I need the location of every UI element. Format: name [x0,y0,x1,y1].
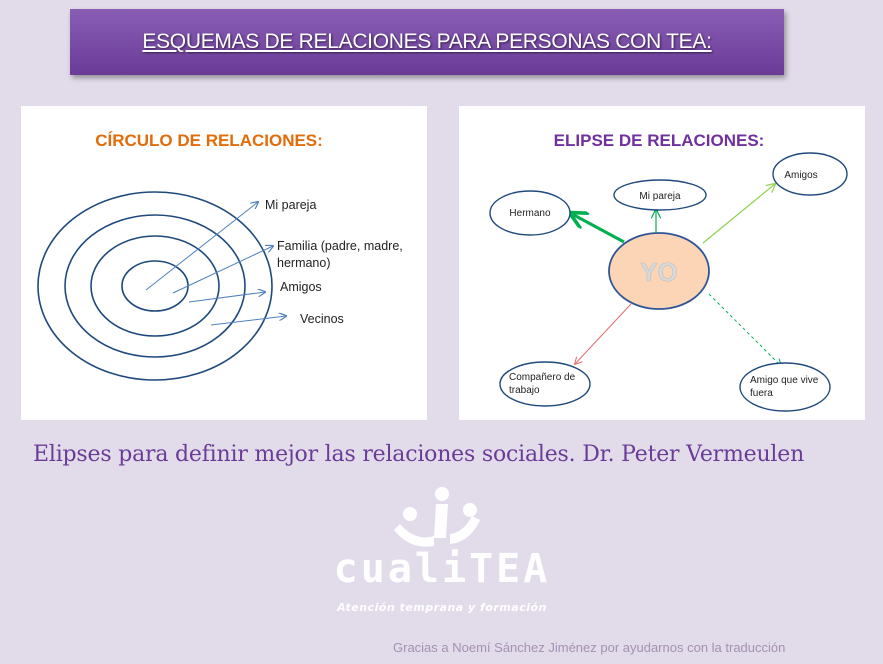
caption: Elipses para definir mejor las relacione… [33,442,805,467]
label-vecinos: Vecinos [300,312,344,326]
translation-credit: Gracias a Noemí Sánchez Jiménez por ayud… [393,640,786,655]
circle-diagram-title: CÍRCULO DE RELACIONES: [95,131,323,150]
label-amigos: Amigos [280,280,322,294]
node-mi-pareja [613,179,707,211]
logo-subtitle: Atención temprana y formación [337,601,547,614]
page-title: ESQUEMAS DE RELACIONES PARA PERSONAS CON… [142,30,712,53]
ellipse-diagram-title: ELIPSE DE RELACIONES: [554,131,765,150]
node-hermano-label: Hermano [509,208,551,219]
inner-circle-pareja [121,260,189,312]
label-familia-line2: hermano) [277,256,331,270]
node-amigos [772,152,848,196]
circle-diagram-panel: CÍRCULO DE RELACIONES: Mi pareja Familia… [21,106,427,420]
arrow-familia [172,246,273,294]
logo-wordmark: cualiTEA [333,546,551,592]
circle-diagram: CÍRCULO DE RELACIONES: Mi pareja Familia… [37,131,403,381]
arrow-hermano [572,214,625,244]
node-mi-pareja-label: Mi pareja [639,191,681,202]
node-amigo-fuera-label-line2: fuera [750,388,773,399]
circle-familia [90,235,220,337]
label-familia-line1: Familia (padre, madre, [277,239,403,253]
arrow-amigo-fuera [708,293,781,366]
ellipse-diagram: ELIPSE DE RELACIONES: YO Hermano Mi pare… [489,131,848,412]
node-amigos-label: Amigos [784,170,817,181]
node-amigo-fuera-label-line1: Amigo que vive [750,375,819,386]
circle-amigos [64,214,246,358]
node-companero-label-line2: trabajo [509,385,540,396]
arrow-amigos [702,184,775,244]
center-node-yo [608,232,710,310]
outer-circle-vecinos [37,191,273,381]
node-companero [499,361,591,407]
title-banner: ESQUEMAS DE RELACIONES PARA PERSONAS CON… [70,9,784,75]
logo-figures-icon [394,487,480,547]
arrow-companero [575,303,632,364]
node-companero-label-line1: Compañero de [509,372,576,383]
arrow-vecinos [210,316,286,326]
node-amigo-fuera [739,362,831,412]
label-mi-pareja: Mi pareja [265,198,316,212]
cualitea-logo: cualiTEA Atención temprana y formación [330,486,554,626]
arrow-mi-pareja [145,202,258,291]
center-node-label: YO [640,257,678,287]
arrow-amigos [188,292,265,303]
node-hermano [489,190,571,236]
ellipse-diagram-panel: ELIPSE DE RELACIONES: YO Hermano Mi pare… [459,106,865,420]
